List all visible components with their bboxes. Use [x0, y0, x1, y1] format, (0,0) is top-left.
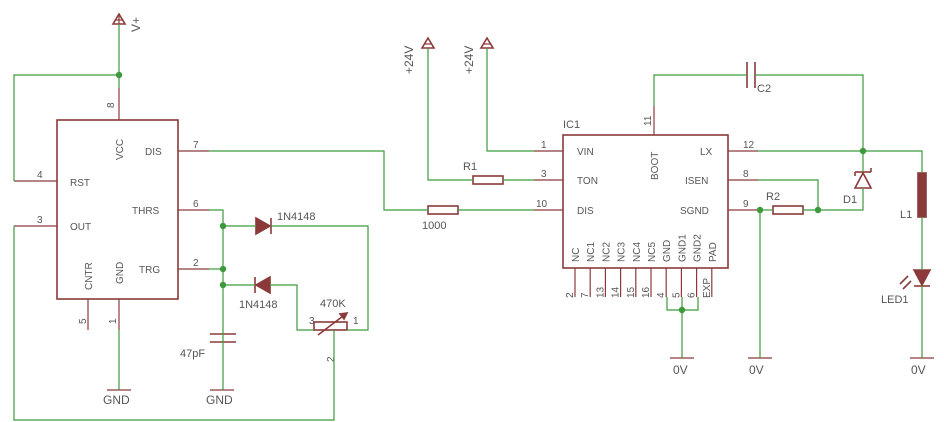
r2-label: R2: [766, 191, 780, 203]
vplus-supply: V+: [111, 12, 143, 32]
ic1-bottom-pin-name: PAD: [708, 242, 719, 262]
potentiometer: 470K 1 3 2: [309, 298, 359, 362]
ic1-bottom-pin-number: 7: [580, 292, 591, 298]
gnd-label-2: GND: [206, 393, 233, 407]
timer-pin-num-5: 5: [78, 318, 89, 324]
timer-pin-num-7: 7: [193, 140, 199, 151]
ic1-pin-boot: BOOT: [650, 152, 661, 180]
pot-pin-3: 3: [309, 316, 315, 327]
zero-label-2: 0V: [749, 363, 764, 377]
diode-d1: D1: [843, 168, 873, 206]
ic1-body: [562, 134, 729, 269]
zero-label-1: 0V: [673, 363, 688, 377]
pot-label: 470K: [320, 298, 346, 310]
gnd-label-1: GND: [103, 393, 130, 407]
inductor-l1: L1: [900, 172, 927, 221]
diode-top: 1N4148: [255, 211, 316, 236]
ic1-bottom-pin-name: GND: [662, 240, 673, 262]
v24a-label: +24V: [402, 46, 416, 74]
supply-24v-b: +24V: [462, 36, 495, 74]
ic1-pin-dis: DIS: [577, 206, 594, 217]
diode-bottom: 1N4148: [239, 275, 278, 311]
timer-pin-num-3: 3: [37, 215, 43, 226]
timer-pin-cntr: CNTR: [84, 262, 95, 290]
ic1-pin-isen: ISEN: [685, 176, 708, 187]
ic1-bottom-pin-name: NC5: [647, 242, 658, 262]
ic1-bottom-pin-number: 13: [595, 286, 606, 298]
ground-0v: 0V 0V 0V: [670, 357, 934, 377]
ic1-bottom-pins: NC2NC17NC213NC314NC415NC516GND4GND15GND2…: [565, 234, 719, 298]
ic1-bottom-pin-name: GND2: [693, 234, 704, 262]
timer-pin-out: OUT: [70, 222, 91, 233]
l1-label: L1: [900, 209, 912, 221]
cap-label: 47pF: [180, 348, 205, 360]
ic1-pin-num-1: 1: [541, 140, 547, 151]
ic1-pin-vin: VIN: [577, 147, 594, 158]
ic1-bottom-pin-number: 4: [656, 292, 667, 298]
led1-label: LED1: [881, 294, 909, 306]
ic1-bottom-pin-number: 15: [626, 286, 637, 298]
ic1-bottom-pin-name: NC1: [586, 242, 597, 262]
ic1-pin-num-3: 3: [541, 169, 547, 180]
c2-label: C2: [757, 83, 771, 95]
diode-top-label: 1N4148: [277, 211, 316, 223]
ic1-bottom-pin-number: 6: [687, 292, 698, 298]
timer-pin-vcc: VCC: [115, 139, 126, 160]
d1-label: D1: [843, 194, 857, 206]
pot-pin-2: 2: [326, 356, 337, 362]
timer-pin-num-4: 4: [37, 170, 43, 181]
timer-pin-trg: TRG: [139, 265, 160, 276]
ic1-bottom-pin-number: 14: [611, 286, 622, 298]
ic1-pin-ton: TON: [577, 176, 598, 187]
ic1-bottom-pin-number: 16: [641, 286, 652, 298]
timer-pin-num-8: 8: [106, 102, 117, 108]
ic1-pin-sgnd: SGND: [680, 206, 709, 217]
pot-pin-1: 1: [353, 316, 359, 327]
ic1-pin-num-10: 10: [536, 199, 548, 210]
timer-pin-rst: RST: [70, 178, 90, 189]
timer-pin-num-1: 1: [108, 318, 119, 324]
ic1-bottom-pin-name: NC4: [632, 242, 643, 262]
r1-label: R1: [463, 161, 477, 173]
timer-pin-gnd: GND: [115, 262, 126, 284]
timer-555: VCC DIS RST THRS OUT TRG CNTR GND 8 7 4 …: [14, 88, 209, 330]
ic1-bottom-pin-number: 2: [565, 292, 576, 298]
diode-bottom-label: 1N4148: [239, 299, 278, 311]
ground-symbol: GND GND: [103, 389, 234, 407]
capacitor-c2: C2: [746, 62, 771, 95]
ic1-bottom-pin-number: 5: [671, 292, 682, 298]
ic1-bottom-pin-name: NC3: [617, 242, 628, 262]
wires: [13, 24, 923, 421]
ic1-bottom-pin-name: NC: [571, 248, 582, 262]
timer-pin-num-2: 2: [193, 258, 199, 269]
ic1-label: IC1: [563, 119, 580, 131]
timer-pin-thrs: THRS: [132, 206, 160, 217]
ic1-pin-num-9: 9: [743, 199, 749, 210]
capacitor-47pf: 47pF: [180, 333, 236, 360]
supply-24v-a: +24V: [402, 36, 436, 74]
junctions: [115, 71, 867, 314]
ic1-pin-lx: LX: [700, 147, 713, 158]
zero-label-3: 0V: [911, 363, 926, 377]
ic1-bottom-pin-name: GND1: [677, 234, 688, 262]
vplus-label: V+: [129, 17, 143, 32]
timer-pin-num-6: 6: [193, 199, 199, 210]
ic1: IC1 VIN TON DIS BOOT LX ISEN SGND 1 3 10…: [534, 106, 758, 298]
timer-pin-dis: DIS: [145, 147, 162, 158]
ic1-bottom-pin-number: EXP: [702, 278, 713, 298]
ic1-pin-num-8: 8: [743, 169, 749, 180]
ic1-bottom-pin-name: NC2: [601, 242, 612, 262]
ic1-pin-num-11: 11: [643, 115, 654, 126]
v24b-label: +24V: [462, 46, 476, 74]
r1000-label: 1000: [422, 220, 446, 232]
ic1-pin-num-12: 12: [743, 140, 755, 151]
led-led1: LED1: [881, 269, 932, 306]
